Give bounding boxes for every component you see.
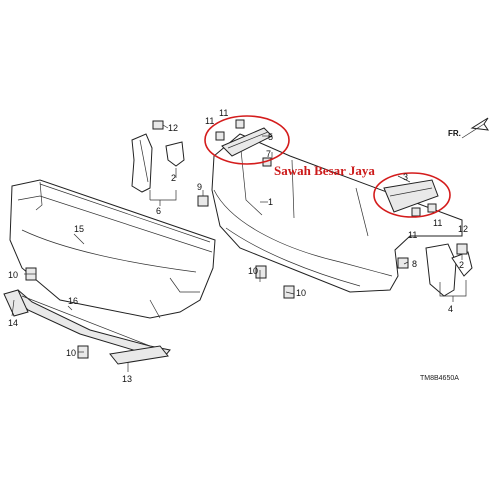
callout-8: 8 bbox=[412, 259, 417, 269]
callout-2: 2 bbox=[459, 260, 464, 270]
callout-10: 10 bbox=[66, 348, 76, 358]
callout-2: 2 bbox=[171, 173, 176, 183]
callout-11: 11 bbox=[433, 218, 442, 228]
callout-3: 3 bbox=[403, 172, 408, 182]
callout-16: 16 bbox=[68, 296, 78, 306]
side-bracket-left bbox=[131, 133, 185, 193]
callout-10: 10 bbox=[296, 288, 306, 298]
callout-1: 1 bbox=[268, 197, 273, 207]
callout-11: 11 bbox=[205, 116, 214, 126]
upper-bracket-part bbox=[221, 127, 273, 157]
reflector-part-left bbox=[3, 289, 29, 317]
bumper-main-right bbox=[211, 133, 463, 293]
callout-14: 14 bbox=[8, 318, 18, 328]
direction-arrow: FR. bbox=[448, 117, 490, 139]
callout-11: 11 bbox=[219, 108, 228, 118]
callout-12: 12 bbox=[168, 123, 178, 133]
bumper-face-left bbox=[9, 179, 216, 319]
leader-lines bbox=[11, 124, 467, 372]
callout-15: 15 bbox=[74, 224, 84, 234]
callout-6: 6 bbox=[156, 206, 161, 216]
callout-10: 10 bbox=[248, 266, 258, 276]
diagram-code: TM8B4650A bbox=[420, 375, 459, 382]
callout-12: 12 bbox=[458, 224, 468, 234]
reflector-part-right bbox=[109, 345, 169, 365]
callout-10: 10 bbox=[8, 270, 18, 280]
callout-4: 4 bbox=[448, 304, 453, 314]
highlight-circle-upper bbox=[204, 115, 290, 165]
side-spacer-part bbox=[383, 179, 439, 213]
watermark-text: Sawah Besar Jaya bbox=[274, 163, 375, 178]
callout-13: 13 bbox=[122, 374, 132, 384]
callout-7: 7 bbox=[266, 149, 271, 159]
direction-label: FR. bbox=[448, 129, 461, 138]
callout-9: 9 bbox=[197, 182, 202, 192]
callout-11: 11 bbox=[408, 230, 417, 240]
callout-5: 5 bbox=[268, 132, 273, 142]
highlight-circle-side bbox=[373, 172, 451, 218]
